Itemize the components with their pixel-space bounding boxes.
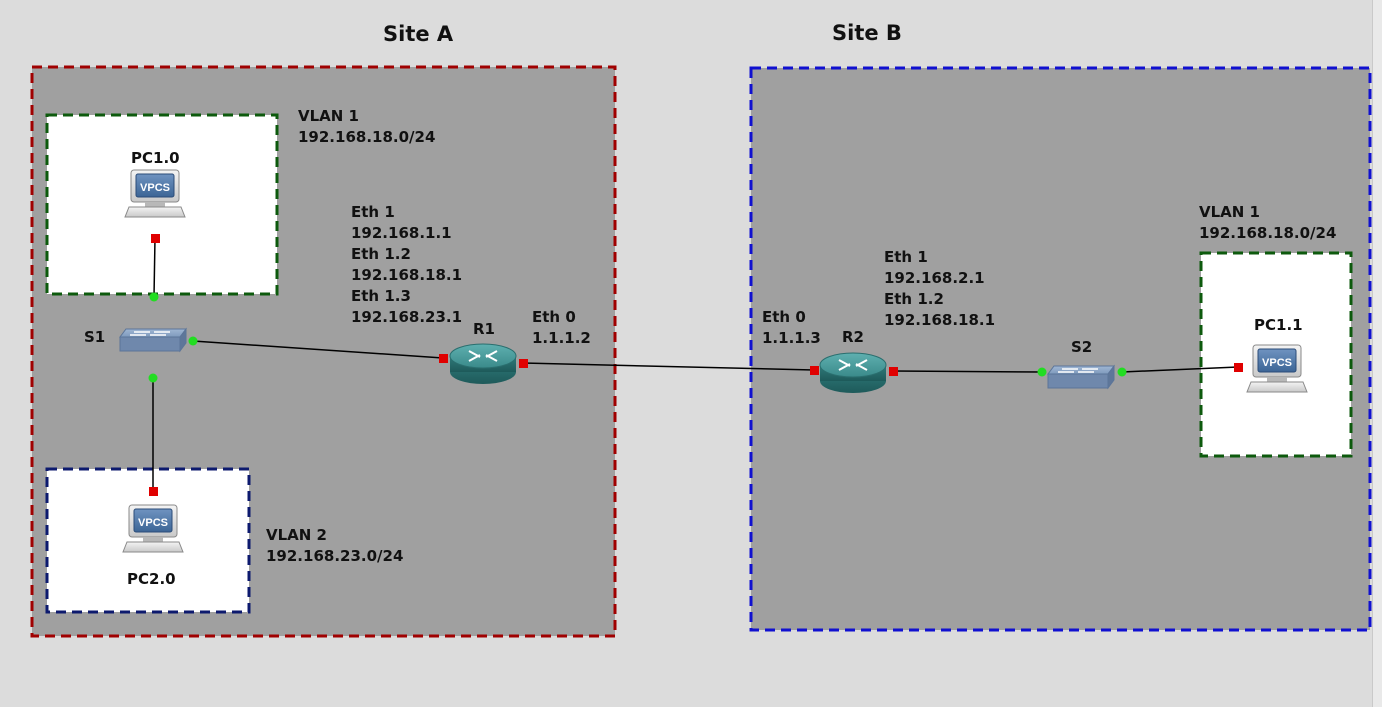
r1-inside-interfaces: Eth 1 192.168.1.1 Eth 1.2 192.168.18.1 E… — [351, 202, 462, 328]
iface-line: 1.1.1.3 — [762, 329, 821, 347]
link-r1-r2[interactable] — [522, 362, 815, 371]
port-pc20-down — [149, 487, 158, 496]
vlan-name: VLAN 1 — [298, 107, 359, 125]
port-s1-top-up — [149, 292, 159, 302]
r2-router-icon[interactable] — [819, 352, 887, 394]
port-r2-right-down — [889, 367, 898, 376]
iface-line: 192.168.23.1 — [351, 308, 463, 326]
vlan-name: VLAN 2 — [266, 526, 327, 544]
r2-label[interactable]: R2 — [842, 328, 864, 346]
port-s2-left-up — [1037, 367, 1047, 377]
vlan-subnet: 192.168.23.0/24 — [266, 547, 404, 565]
port-markers — [148, 234, 1243, 496]
r1-router-icon[interactable] — [449, 343, 517, 385]
iface-line: Eth 1 — [884, 248, 928, 266]
vlan2-label-site-a: VLAN 2 192.168.23.0/24 — [266, 525, 403, 567]
vertical-scrollbar[interactable] — [1372, 0, 1382, 707]
pc20-icon[interactable] — [122, 504, 184, 553]
port-s1-bottom-up — [148, 373, 158, 383]
iface-line: Eth 1 — [351, 203, 395, 221]
s1-label[interactable]: S1 — [84, 328, 106, 346]
r2-outside-interface: Eth 0 1.1.1.3 — [762, 307, 821, 349]
vlan-name: VLAN 1 — [1199, 203, 1260, 221]
link-s1-r1[interactable] — [192, 340, 444, 359]
iface-line: Eth 0 — [762, 308, 806, 326]
port-pc11-down — [1234, 363, 1243, 372]
iface-line: 1.1.1.2 — [532, 329, 591, 347]
r1-outside-interface: Eth 0 1.1.1.2 — [532, 307, 591, 349]
s1-switch-icon[interactable] — [119, 328, 187, 352]
iface-line: 192.168.18.1 — [884, 311, 996, 329]
iface-line: 192.168.2.1 — [884, 269, 985, 287]
pc20-label[interactable]: PC2.0 — [127, 570, 176, 588]
port-r1-left-down — [439, 354, 448, 363]
link-s2-pc11[interactable] — [1121, 366, 1239, 373]
port-r2-left-down — [810, 366, 819, 375]
link-r2-s2[interactable] — [892, 370, 1043, 373]
pc10-label[interactable]: PC1.0 — [131, 149, 180, 167]
port-pc10-down — [151, 234, 160, 243]
iface-line: Eth 1.2 — [351, 245, 411, 263]
iface-line: Eth 1.2 — [884, 290, 944, 308]
iface-line: Eth 0 — [532, 308, 576, 326]
site-a-title: Site A — [383, 22, 454, 46]
iface-line: Eth 1.3 — [351, 287, 411, 305]
vlan-subnet: 192.168.18.0/24 — [298, 128, 436, 146]
port-s1-right-up — [188, 336, 198, 346]
port-s2-right-up — [1117, 367, 1127, 377]
r1-label[interactable]: R1 — [473, 320, 495, 338]
pc11-icon[interactable] — [1246, 344, 1308, 393]
s2-switch-icon[interactable] — [1047, 365, 1115, 389]
s2-label[interactable]: S2 — [1071, 338, 1093, 356]
vlan1-label-site-b: VLAN 1 192.168.18.0/24 — [1199, 202, 1336, 244]
pc11-label[interactable]: PC1.1 — [1254, 316, 1303, 334]
pc10-icon[interactable] — [124, 169, 186, 218]
site-b-title: Site B — [832, 21, 902, 45]
port-r1-right-down — [519, 359, 528, 368]
link-pc10-s1[interactable] — [153, 237, 156, 298]
iface-line: 192.168.1.1 — [351, 224, 452, 242]
vlan-subnet: 192.168.18.0/24 — [1199, 224, 1337, 242]
iface-line: 192.168.18.1 — [351, 266, 463, 284]
r2-inside-interfaces: Eth 1 192.168.2.1 Eth 1.2 192.168.18.1 — [884, 247, 995, 331]
vlan1-label-site-a: VLAN 1 192.168.18.0/24 — [298, 106, 435, 148]
